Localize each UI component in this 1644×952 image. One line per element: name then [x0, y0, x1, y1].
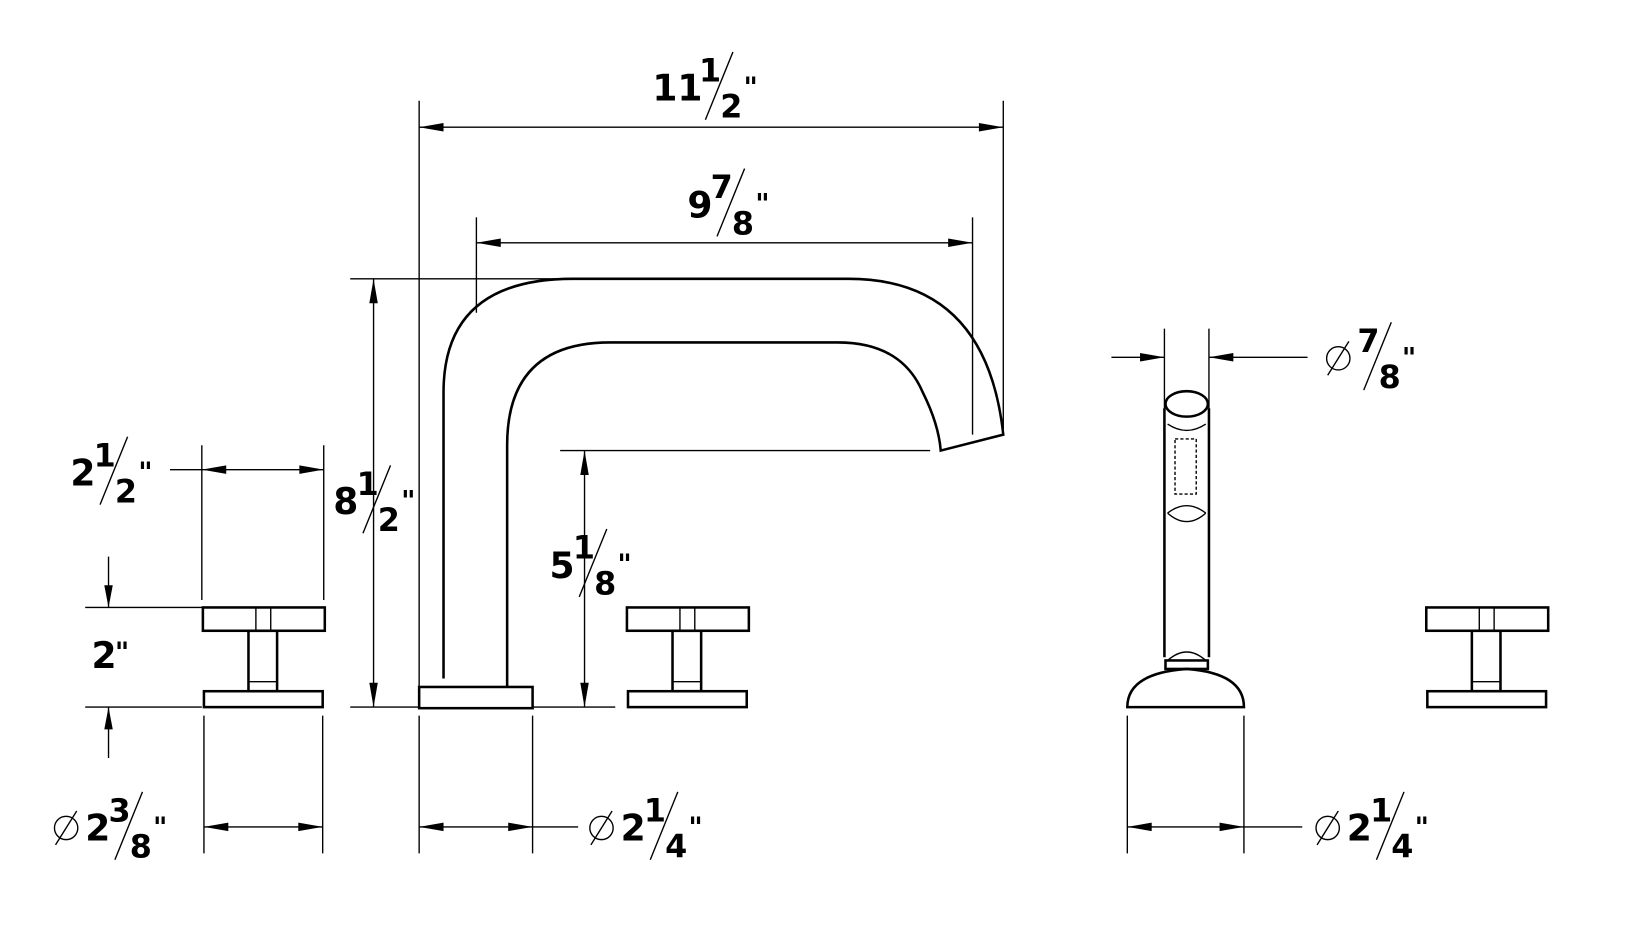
dim-label-handle-height: 2"	[92, 636, 130, 677]
dim-unit: "	[138, 456, 152, 488]
dim-denominator: 8	[130, 829, 152, 866]
handshower	[1126, 328, 1246, 709]
dim-denominator: 8	[732, 205, 754, 242]
dim-unit: "	[744, 71, 758, 103]
dim-unit: "	[153, 811, 167, 843]
dim-label-handshower-base-diameter: 214"	[1315, 791, 1429, 866]
dimension-lines	[85, 100, 1308, 854]
fraction-bar	[99, 436, 129, 505]
dim-numerator: 3	[109, 793, 131, 830]
dim-label-handshower-diameter: 78"	[1325, 322, 1416, 396]
dim-unit: "	[617, 549, 631, 581]
dim-label-handle-width: 212"	[70, 436, 153, 511]
dim-numerator: 7	[1357, 323, 1379, 360]
dim-label-spout-reach: 978"	[687, 168, 770, 242]
dim-unit: "	[1415, 811, 1429, 843]
handle-middle	[625, 606, 751, 709]
dim-denominator: 4	[665, 829, 687, 866]
dim-whole: 9	[687, 185, 712, 226]
dim-numerator: 1	[357, 466, 379, 503]
dim-numerator: 1	[644, 793, 666, 830]
diameter-icon	[1315, 815, 1341, 841]
fraction-bar	[578, 528, 608, 598]
dim-numerator: 1	[699, 53, 721, 90]
diameter-icon	[589, 815, 614, 841]
fraction-bar	[362, 465, 392, 534]
diameter-icon	[53, 815, 79, 841]
dim-denominator: 2	[115, 474, 137, 511]
diameter-icon-slash	[1316, 810, 1339, 846]
dim-denominator: 2	[378, 502, 400, 539]
dim-denominator: 8	[594, 566, 616, 603]
dim-numerator: 1	[94, 437, 116, 474]
diameter-icon-slash	[1327, 340, 1350, 376]
dim-whole: 11	[652, 69, 702, 110]
dim-denominator: 4	[1391, 829, 1413, 866]
fraction-bar	[649, 791, 679, 861]
handle-right	[1425, 606, 1550, 709]
dim-whole: 2	[70, 454, 95, 495]
dim-numerator: 1	[1370, 793, 1392, 830]
dim-whole: 2	[1347, 809, 1372, 850]
dim-denominator: 2	[720, 89, 742, 126]
handle-left	[201, 606, 327, 709]
diameter-icon-slash	[54, 810, 78, 846]
dim-label-overall-height: 812"	[333, 465, 415, 539]
spout	[417, 277, 1005, 710]
dim-denominator: 8	[1379, 359, 1401, 396]
dim-label-spout-height: 518"	[550, 528, 632, 603]
fraction-bar	[114, 791, 144, 861]
fraction-bar	[1375, 791, 1405, 861]
dim-whole: 5	[550, 546, 575, 587]
fraction-bar	[716, 168, 746, 237]
dim-whole: 2	[85, 809, 110, 850]
dim-unit: "	[115, 637, 129, 669]
dim-whole: 8	[333, 482, 358, 523]
dim-whole: 2	[92, 636, 117, 677]
dim-whole: 2	[621, 809, 646, 850]
dim-unit: "	[688, 811, 702, 843]
diameter-icon	[1325, 345, 1351, 371]
dim-numerator: 1	[573, 530, 595, 567]
dim-label-spout-base-diameter: 214"	[589, 791, 703, 866]
dim-unit: "	[401, 485, 415, 517]
dim-label-handle-base-diameter: 238"	[53, 791, 167, 866]
diameter-icon-slash	[590, 810, 613, 846]
fraction-bar	[1363, 322, 1392, 391]
dim-numerator: 7	[711, 169, 733, 206]
dim-unit: "	[1402, 342, 1416, 374]
dim-unit: "	[755, 188, 769, 220]
fraction-bar	[704, 51, 734, 121]
